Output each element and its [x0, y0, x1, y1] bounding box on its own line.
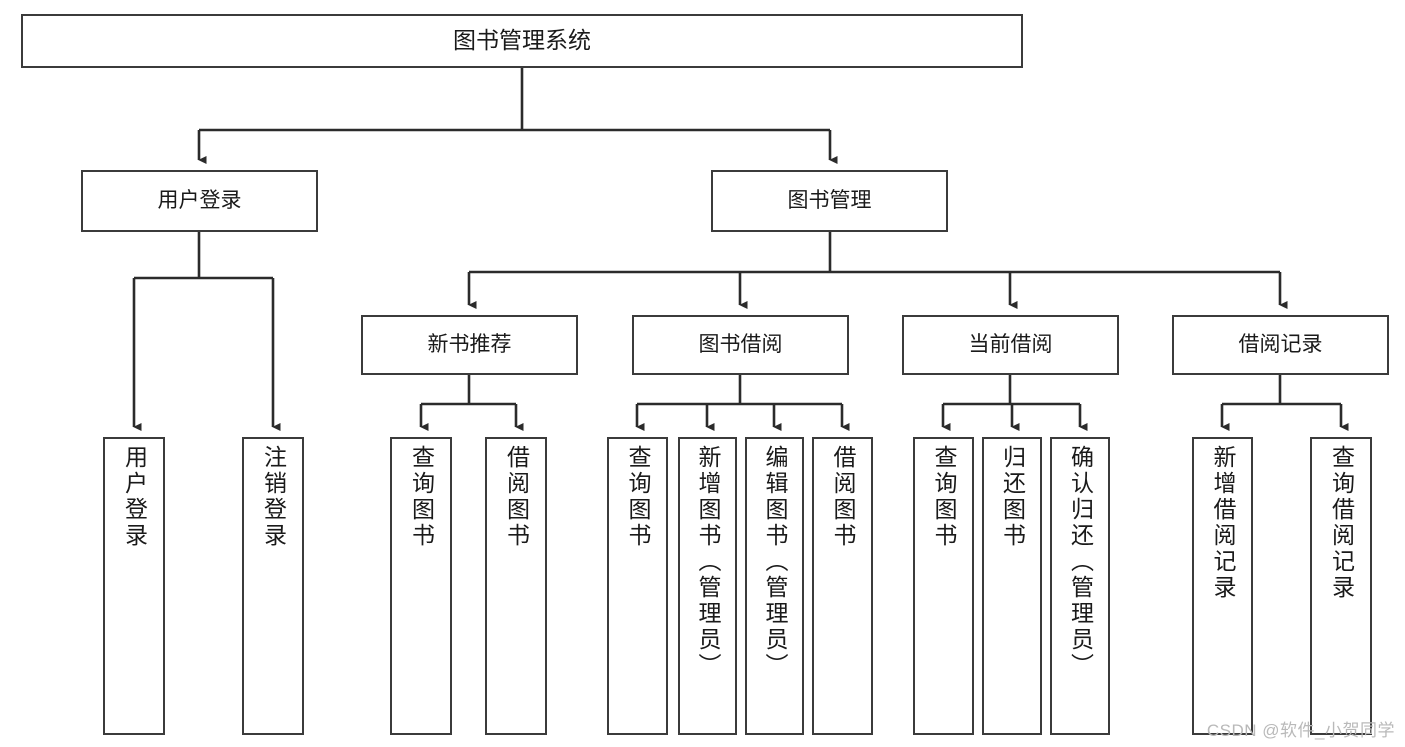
- node-book-management[interactable]: 图书管理: [711, 170, 948, 232]
- node-new-book-recommendation[interactable]: 新书推荐: [361, 315, 578, 375]
- node-label: 当前借阅: [968, 333, 1053, 357]
- node-borrowing-records[interactable]: 借阅记录: [1172, 315, 1389, 375]
- leaf-borrow-books-borrowing[interactable]: 借阅图书: [812, 437, 873, 735]
- node-user-login[interactable]: 用户登录: [81, 170, 318, 232]
- leaf-add-borrow-record[interactable]: 新增借阅记录: [1192, 437, 1253, 735]
- node-current-borrowing[interactable]: 当前借阅: [902, 315, 1119, 375]
- node-label: 归还图书: [999, 445, 1026, 549]
- node-label: 编辑图书（管理员）: [762, 445, 788, 679]
- node-label: 用户登录: [121, 445, 148, 549]
- watermark-text: CSDN @软件_小贺同学: [1206, 721, 1395, 740]
- leaf-query-books-current[interactable]: 查询图书: [913, 437, 974, 735]
- leaf-edit-book-admin[interactable]: 编辑图书（管理员）: [745, 437, 804, 735]
- leaf-user-login[interactable]: 用户登录: [103, 437, 165, 735]
- leaf-query-books-borrowing[interactable]: 查询图书: [607, 437, 668, 735]
- node-label: 图书管理系统: [453, 27, 591, 54]
- leaf-borrow-books-recommendation[interactable]: 借阅图书: [485, 437, 547, 735]
- node-label: 新增借阅记录: [1210, 445, 1236, 601]
- node-label: 查询图书: [625, 445, 651, 549]
- leaf-query-books-recommendation[interactable]: 查询图书: [390, 437, 452, 735]
- leaf-return-books[interactable]: 归还图书: [982, 437, 1042, 735]
- node-label: 图书管理: [787, 189, 872, 213]
- node-label: 查询借阅记录: [1328, 445, 1355, 601]
- node-label: 图书借阅: [698, 333, 783, 357]
- node-label: 借阅记录: [1238, 333, 1323, 357]
- leaf-logout[interactable]: 注销登录: [242, 437, 304, 735]
- node-label: 查询图书: [931, 445, 957, 549]
- node-label: 注销登录: [260, 445, 287, 549]
- leaf-query-borrow-record[interactable]: 查询借阅记录: [1310, 437, 1372, 735]
- node-label: 确认归还（管理员）: [1067, 445, 1094, 679]
- node-label: 新增图书（管理员）: [695, 445, 721, 679]
- node-label: 查询图书: [408, 445, 435, 549]
- leaf-add-book-admin[interactable]: 新增图书（管理员）: [678, 437, 737, 735]
- node-book-borrowing[interactable]: 图书借阅: [632, 315, 849, 375]
- node-label: 借阅图书: [503, 445, 530, 549]
- node-label: 新书推荐: [427, 333, 512, 357]
- node-label: 用户登录: [157, 189, 242, 213]
- node-label: 借阅图书: [830, 445, 856, 549]
- node-root-book-management-system[interactable]: 图书管理系统: [21, 14, 1023, 68]
- leaf-confirm-return-admin[interactable]: 确认归还（管理员）: [1050, 437, 1110, 735]
